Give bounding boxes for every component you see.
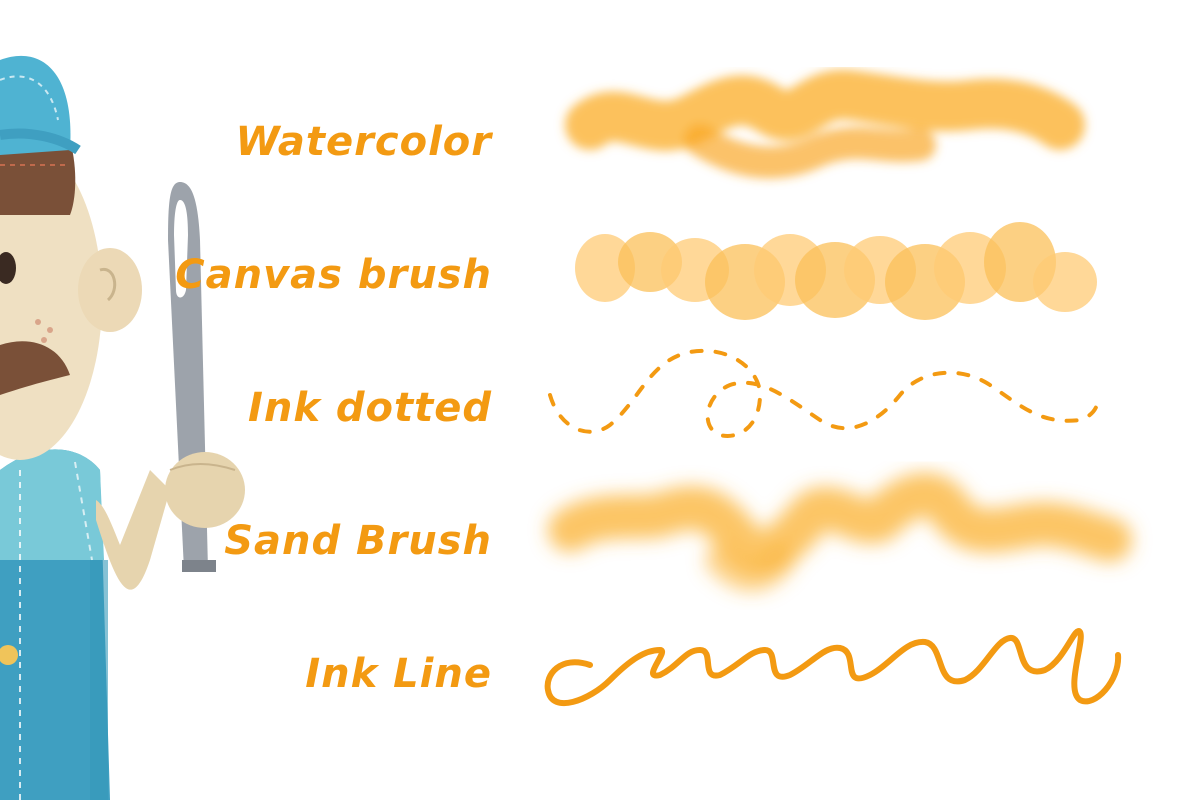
brush-label-canvas-brush: Canvas brush — [175, 252, 492, 298]
brush-label-watercolor: Watercolor — [235, 119, 492, 165]
brush-label-sand-brush: Sand Brush — [224, 518, 492, 564]
tailor-character-icon — [0, 55, 245, 800]
brush-label-ink-dotted: Ink dotted — [247, 385, 492, 431]
canvas-stroke-blob — [1033, 252, 1097, 312]
ink-dotted-stroke — [548, 348, 1100, 438]
canvas-stroke-blob — [575, 234, 635, 302]
ink-line-stroke — [544, 628, 1122, 707]
brush-label-ink-line: Ink Line — [305, 651, 492, 697]
sand-stroke — [548, 472, 1132, 592]
canvas-stroke — [575, 222, 1097, 320]
watercolor-stroke — [565, 69, 1085, 179]
